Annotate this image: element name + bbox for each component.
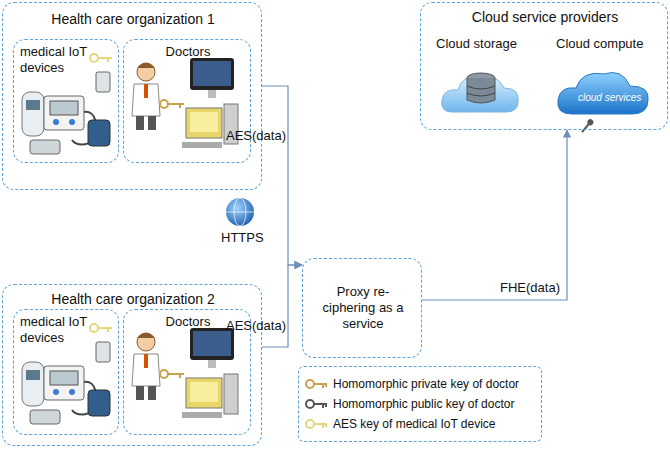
data-flow-arrow (262, 265, 302, 347)
globe-icon (226, 198, 254, 226)
organization-box: Health care organization 1 medical IoT de… (2, 2, 262, 190)
legend-text: Homomorphic private key of doctor (333, 375, 519, 393)
edge-label: AES(data) (226, 318, 286, 333)
node-title: Health care organization 1 (3, 11, 263, 28)
edge-label: AES(data) (226, 128, 286, 143)
text-label: cloud services (578, 92, 641, 103)
text-label: Cloud compute (556, 36, 643, 51)
organization-box: Health care organization 2 medical IoT de… (2, 284, 262, 446)
device-group: medical IoT devices (13, 39, 119, 163)
text-label: Cloud storage (436, 36, 517, 51)
public-key (580, 118, 595, 134)
cloud-compute-icon (558, 73, 648, 115)
text-label: HTTPS (221, 230, 264, 245)
node-title: Doctors (124, 44, 252, 60)
doctor-group: Doctors (123, 39, 251, 163)
database-body (467, 78, 495, 103)
legend-box: Homomorphic private key of doctorHomomor… (298, 366, 542, 442)
node-title: Health care organization 2 (3, 291, 263, 308)
globe-equator (226, 212, 254, 213)
cloud-storage-icon (442, 76, 519, 112)
key-symbol (305, 376, 329, 392)
node-title: medical IoT devices (20, 44, 100, 76)
service-box: Proxy re-ciphering as a service (302, 258, 422, 358)
key-symbol (305, 396, 329, 412)
legend-text: AES key of medical IoT device (333, 415, 496, 433)
key-symbol (305, 416, 329, 432)
node-title: Proxy re-ciphering as a service (311, 284, 415, 332)
legend-text: Homomorphic public key of doctor (333, 395, 514, 413)
data-flow-arrow (262, 86, 302, 265)
database-rings (467, 86, 495, 96)
edge-label: FHE(data) (500, 280, 560, 295)
data-flow-arrow (422, 130, 567, 300)
device-group: medical IoT devices (13, 309, 119, 435)
cloud-box: Cloud service providers (420, 2, 668, 130)
node-title: medical IoT devices (20, 314, 100, 346)
node-title: Cloud service providers (421, 9, 669, 26)
